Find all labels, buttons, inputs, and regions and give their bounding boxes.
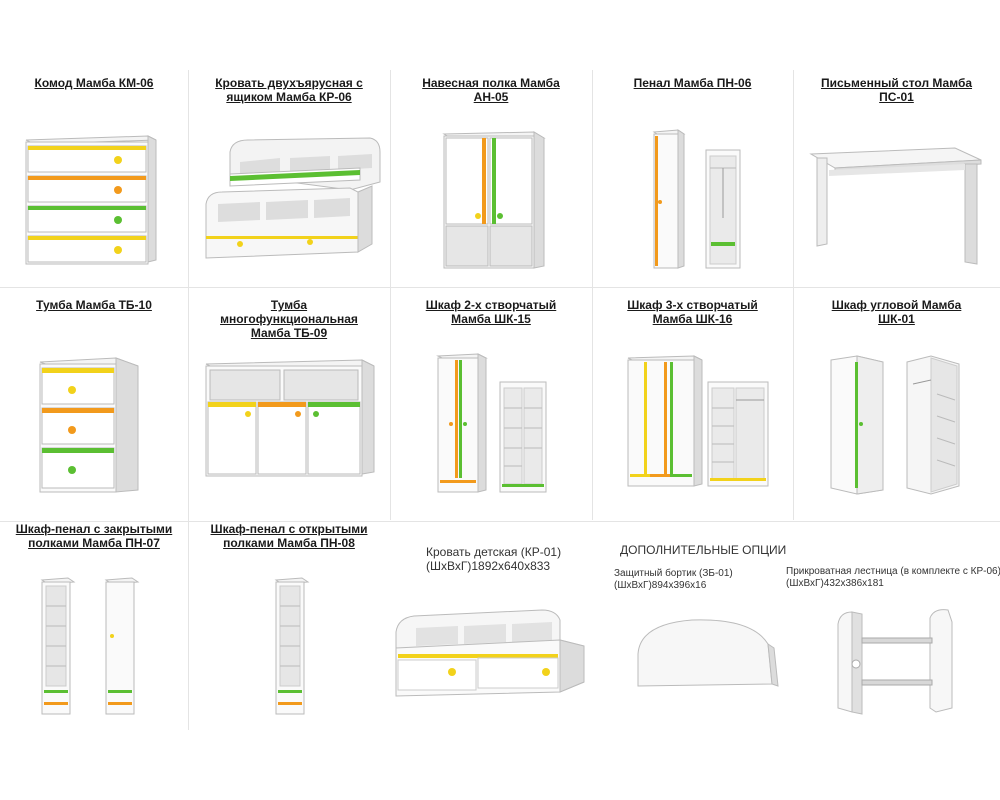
product-title[interactable]: ящиком Мамба КР-06	[226, 90, 352, 104]
product-card-kr06[interactable]: Кровать двухъярусная с ящиком Мамба КР-0…	[188, 72, 390, 282]
option-card-ladder[interactable]: Прикроватная лестница (в комплекте с КР-…	[780, 560, 1000, 730]
product-card-pn07[interactable]: Шкаф-пенал с закрытыми полками Мамба ПН-…	[0, 518, 188, 730]
pencil-case-pn06-image	[652, 129, 741, 269]
product-title[interactable]: Комод Мамба КМ-06	[34, 76, 154, 90]
column-divider	[188, 70, 189, 730]
dresser-km06-image	[25, 135, 157, 265]
product-card-tb09[interactable]: Тумба многофункциональная Мамба ТБ-09	[188, 294, 390, 519]
product-title[interactable]: АН-05	[473, 90, 509, 104]
row-divider	[0, 521, 1000, 522]
corner-wardrobe-shk01-image	[830, 355, 960, 495]
guard-zb01-title[interactable]: Защитный бортик (ЗБ-01)	[614, 568, 733, 579]
shelf-case-pn07-image	[40, 577, 140, 715]
product-title[interactable]: Мамба ШК-16	[652, 312, 733, 326]
product-title[interactable]: Шкаф-пенал с закрытыми	[15, 522, 173, 536]
guard-zb01-image	[637, 619, 779, 687]
product-title[interactable]: Письменный стол Мамба	[820, 76, 973, 90]
product-title[interactable]: многофункциональная	[220, 312, 358, 326]
product-card-shk16[interactable]: Шкаф 3-х створчатый Мамба ШК-16	[592, 294, 793, 519]
product-title[interactable]: Мамба ШК-15	[451, 312, 531, 326]
product-card-an05[interactable]: Навесная полка Мамба АН-05	[390, 72, 592, 282]
product-title[interactable]: Шкаф 2-х створчатый	[425, 298, 557, 312]
product-title[interactable]: ШК-01	[878, 312, 915, 326]
wardrobe-shk16-image	[627, 355, 769, 487]
product-title[interactable]: Навесная полка Мамба	[422, 76, 560, 90]
bed-kr01-title[interactable]: Кровать детская (КР-01)	[426, 545, 562, 559]
option-card-zb01[interactable]: Защитный бортик (ЗБ-01) (ШхВхГ)894х396х1…	[592, 562, 792, 730]
product-title[interactable]: Шкаф 3-х створчатый	[627, 298, 758, 312]
product-title[interactable]: Тумба	[270, 298, 308, 312]
ladder-dimensions: (ШхВхГ)432х386х181	[786, 578, 884, 589]
ladder-title[interactable]: Прикроватная лестница (в комплекте с КР-…	[786, 566, 1000, 577]
product-title[interactable]: Пенал Мамба ПН-06	[633, 76, 752, 90]
ladder-image	[837, 609, 953, 715]
options-heading: ДОПОЛНИТЕЛЬНЫЕ ОПЦИИ	[620, 543, 787, 557]
column-divider	[793, 70, 794, 520]
nightstand-tb10-image	[39, 357, 139, 493]
product-title[interactable]: Мамба ТБ-09	[250, 326, 328, 340]
product-title[interactable]: Тумба Мамба ТБ-10	[36, 298, 152, 312]
guard-zb01-dimensions: (ШхВхГ)894х396х16	[614, 580, 707, 591]
product-title[interactable]: ПС-01	[879, 90, 914, 104]
product-title[interactable]: полками Мамба ПН-07	[28, 536, 160, 550]
desk-ps01-image	[809, 147, 982, 265]
product-title[interactable]: Шкаф угловой Мамба	[831, 298, 962, 312]
product-card-ps01[interactable]: Письменный стол Мамба ПС-01	[793, 72, 1000, 282]
bunk-bed-kr06-image	[205, 137, 381, 259]
product-title[interactable]: Кровать двухъярусная с	[215, 76, 363, 90]
bed-kr01-image	[395, 609, 585, 697]
product-card-shk15[interactable]: Шкаф 2-х створчатый Мамба ШК-15	[390, 294, 592, 519]
product-card-pn06[interactable]: Пенал Мамба ПН-06	[592, 72, 793, 282]
bed-kr01-dimensions: (ШхВхГ)1892х640х833	[426, 559, 551, 573]
row-divider	[0, 287, 1000, 288]
wall-shelf-an05-image	[442, 131, 546, 269]
column-divider	[592, 70, 593, 520]
product-card-pn08[interactable]: Шкаф-пенал с открытыми полками Мамба ПН-…	[188, 518, 390, 730]
column-divider	[390, 70, 391, 520]
product-card-km06[interactable]: Комод Мамба КМ-06	[0, 72, 188, 282]
product-card-kr01[interactable]: Кровать детская (КР-01) (ШхВхГ)1892х640х…	[390, 540, 592, 730]
product-card-tb10[interactable]: Тумба Мамба ТБ-10	[0, 294, 188, 519]
wardrobe-shk15-image	[436, 353, 547, 493]
multifunctional-cabinet-tb09-image	[205, 359, 375, 477]
product-title[interactable]: Шкаф-пенал с открытыми	[210, 522, 368, 536]
product-card-shk01[interactable]: Шкаф угловой Мамба ШК-01	[793, 294, 1000, 519]
product-title[interactable]: полками Мамба ПН-08	[223, 536, 355, 550]
shelf-case-pn08-image	[274, 577, 310, 715]
